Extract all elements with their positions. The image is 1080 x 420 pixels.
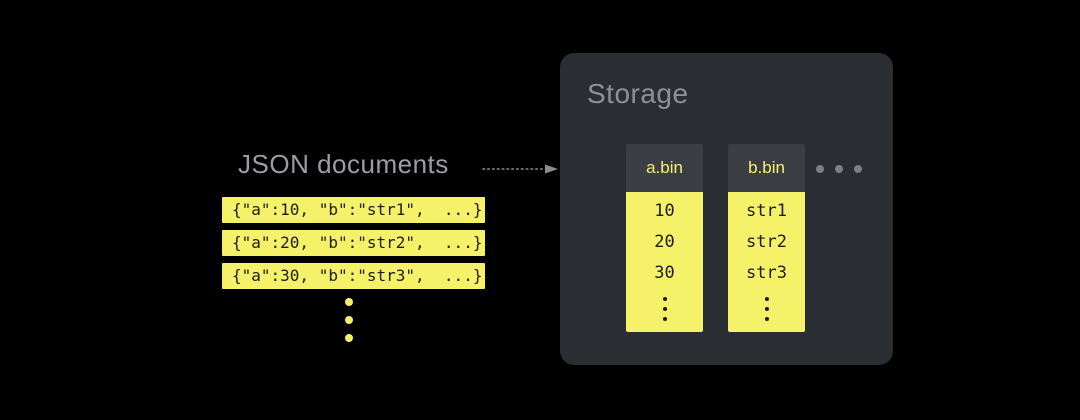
column-values: 10 20 30 — [626, 192, 703, 332]
ellipsis-dot — [345, 298, 353, 306]
more-columns-ellipsis — [816, 165, 862, 173]
json-document-row: {"a":30, "b":"str3", ...} — [222, 263, 485, 289]
column-file-name: b.bin — [728, 144, 805, 192]
ellipsis-dot — [764, 317, 769, 321]
column-values: str1 str2 str3 — [728, 192, 805, 332]
ellipsis-dot — [764, 307, 769, 311]
column-value: str1 — [746, 201, 787, 221]
storage-panel: Storage a.bin 10 20 30 b.bin str1 str2 s… — [560, 53, 893, 365]
storage-column-b-bin: b.bin str1 str2 str3 — [728, 144, 805, 332]
ellipsis-dot — [345, 334, 353, 342]
ellipsis-dot — [662, 297, 667, 301]
json-document-row: {"a":10, "b":"str1", ...} — [222, 197, 485, 223]
ellipsis-dot — [345, 316, 353, 324]
column-value: 10 — [654, 201, 675, 221]
ellipsis-dot — [662, 317, 667, 321]
column-value: 30 — [654, 263, 675, 283]
ellipsis-dot — [764, 297, 769, 301]
storage-title: Storage — [587, 78, 689, 109]
more-values-ellipsis — [764, 297, 769, 321]
column-value: 20 — [654, 232, 675, 252]
json-documents-label: JSON documents — [238, 149, 449, 179]
more-values-ellipsis — [662, 297, 667, 321]
ellipsis-dot — [662, 307, 667, 311]
column-value: str3 — [746, 263, 787, 283]
column-file-name: a.bin — [626, 144, 703, 192]
more-documents-ellipsis — [345, 298, 353, 342]
json-document-row: {"a":20, "b":"str2", ...} — [222, 230, 485, 256]
ellipsis-dot — [816, 165, 824, 173]
storage-column-a-bin: a.bin 10 20 30 — [626, 144, 703, 332]
ellipsis-dot — [835, 165, 843, 173]
arrow-right-icon — [482, 164, 558, 174]
ellipsis-dot — [854, 165, 862, 173]
column-value: str2 — [746, 232, 787, 252]
